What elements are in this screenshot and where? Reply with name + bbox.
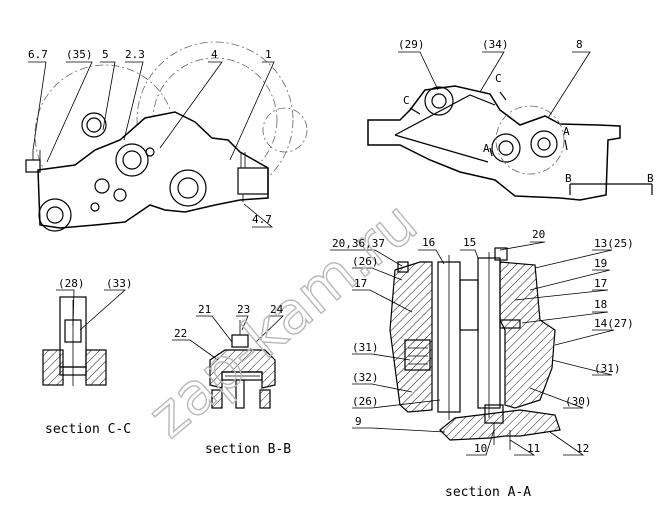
caption-section-aa: section A-A [445,485,531,500]
label-10: 10 [474,442,487,455]
part-labels: 6.7 (35) 5 2.3 4 1 4.7 (29) (34) 8 C C A… [28,38,654,455]
label-18: 18 [594,298,607,311]
label-b-left: B [565,172,572,185]
label-2-3: 2.3 [125,48,145,61]
caption-section-cc: section C-C [45,422,131,437]
label-28: (28) [58,277,85,290]
label-9: 9 [355,415,362,428]
label-31-right: (31) [594,362,621,375]
label-20-36-37: 20,36,37 [332,237,385,250]
label-1: 1 [265,48,272,61]
label-21: 21 [198,303,211,316]
label-c-right: C [495,72,502,85]
label-8: 8 [576,38,583,51]
label-12: 12 [576,442,589,455]
label-15: 15 [463,236,476,249]
label-17-right: 17 [594,277,607,290]
label-16: 16 [422,236,435,249]
label-26-bottom: (26) [352,395,379,408]
label-11: 11 [527,442,540,455]
watermark-text: zap-kam.ru [135,188,430,451]
bracket-view [367,51,653,201]
label-31-left: (31) [352,341,379,354]
label-20: 20 [532,228,545,241]
pump-front-view [25,41,308,232]
label-32: (32) [352,371,379,384]
label-17-left: 17 [354,277,367,290]
label-b-right: B [647,172,654,185]
label-c-left: C [403,94,410,107]
section-aa-view [330,241,615,456]
label-4: 4 [211,48,218,61]
label-4-7: 4.7 [252,213,272,226]
label-34: (34) [482,38,509,51]
label-a-right: A [563,125,570,138]
caption-section-bb: section B-B [205,442,291,457]
label-6-7: 6.7 [28,48,48,61]
label-a-left: A [483,142,490,155]
label-14-27: 14(27) [594,317,634,330]
label-26-top: (26) [352,255,379,268]
label-24: 24 [270,303,284,316]
label-35: (35) [66,48,93,61]
section-bb-view [172,315,284,409]
label-22: 22 [174,327,187,340]
label-30: (30) [565,395,592,408]
label-33: (33) [106,277,133,290]
label-19: 19 [594,257,607,270]
label-23: 23 [237,303,250,316]
label-29: (29) [398,38,425,51]
label-13-25: 13(25) [594,237,634,250]
label-5: 5 [102,48,109,61]
section-cc-view [42,289,127,386]
